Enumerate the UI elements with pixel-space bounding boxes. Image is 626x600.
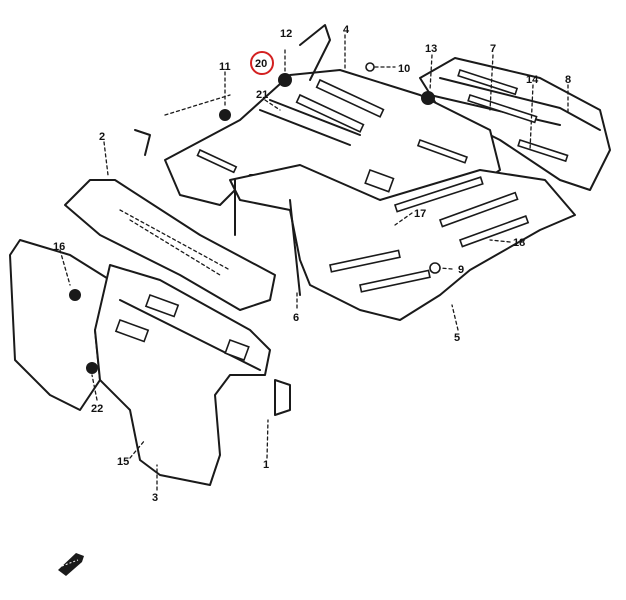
leader-lines xyxy=(59,34,569,491)
callout-20: 20 xyxy=(255,58,267,70)
callout-5: 5 xyxy=(454,332,460,344)
callout-4: 4 xyxy=(343,24,350,36)
front-arrow-icon xyxy=(58,553,84,576)
callout-16: 16 xyxy=(53,241,65,253)
cross-member-strip xyxy=(64,179,276,311)
callout-21: 21 xyxy=(256,89,268,101)
callout-labels: 12 20 4 10 13 7 14 8 11 21 2 17 18 9 6 5… xyxy=(53,24,571,504)
callout-13: 13 xyxy=(425,43,437,55)
callout-22: 22 xyxy=(91,403,103,415)
callout-8: 8 xyxy=(565,74,571,86)
callout-1: 1 xyxy=(263,459,269,471)
callout-15: 15 xyxy=(117,456,129,468)
callout-11: 11 xyxy=(219,61,231,73)
callout-12: 12 xyxy=(280,28,292,40)
callout-3: 3 xyxy=(152,492,158,504)
plug-16-icon xyxy=(69,289,81,301)
bracket-icon xyxy=(299,24,331,81)
plug-11-icon xyxy=(219,109,231,121)
callout-17: 17 xyxy=(414,208,426,220)
center-floor-panel xyxy=(164,69,501,206)
callout-6: 6 xyxy=(293,312,299,324)
clip-icon xyxy=(134,129,151,156)
callout-18: 18 xyxy=(513,237,525,249)
plug-13-icon xyxy=(421,91,435,105)
callout-10: 10 xyxy=(398,63,410,75)
front-floor-panel xyxy=(229,164,576,321)
plug-10-icon xyxy=(365,62,375,72)
plug-22-icon xyxy=(86,362,98,374)
plug-9-icon xyxy=(429,262,441,274)
highlight-ring xyxy=(250,51,274,75)
callout-7: 7 xyxy=(490,43,496,55)
plug-20-icon xyxy=(278,73,292,87)
callout-14: 14 xyxy=(526,74,539,86)
grommets xyxy=(69,24,441,374)
callout-9: 9 xyxy=(458,264,464,276)
callout-2: 2 xyxy=(99,131,105,143)
